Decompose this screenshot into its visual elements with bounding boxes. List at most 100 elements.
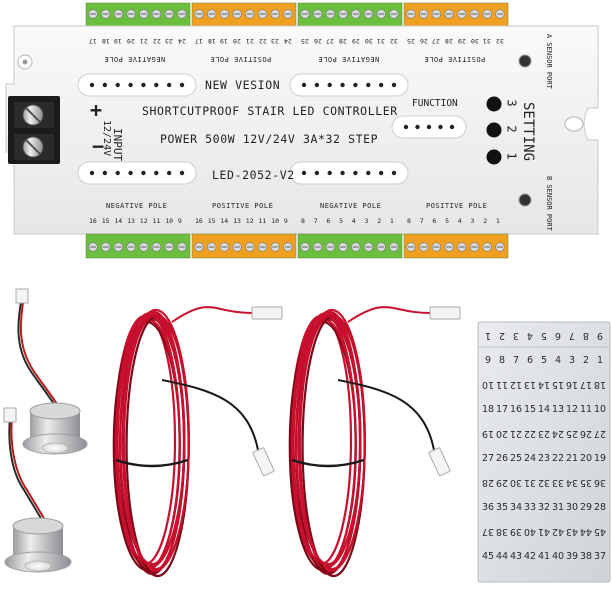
terminal-number: 2: [377, 217, 382, 225]
function-label: FUNCTION: [412, 98, 458, 109]
led-indicator: [366, 82, 371, 88]
led-indicator: [327, 170, 332, 176]
sticker-number: 41: [538, 550, 551, 562]
sticker-number: 22: [523, 428, 536, 439]
cable-coil-2: [288, 306, 461, 578]
terminal-number: 17: [195, 37, 203, 45]
sticker-number: 37: [594, 550, 607, 562]
terminal-number: 5: [339, 217, 344, 225]
b-sensor-port[interactable]: [518, 193, 532, 207]
terminal-number: 8: [407, 217, 411, 225]
terminal-number: 3: [364, 217, 369, 225]
led-indicator: [391, 82, 397, 88]
terminal-number: 6: [432, 217, 437, 225]
terminal-number: 14: [220, 217, 229, 225]
sticker-number: 35: [496, 501, 509, 513]
input-voltage: 12/24V: [101, 120, 112, 157]
sticker-number: 34: [565, 477, 578, 488]
terminal-number: 7: [419, 217, 424, 225]
sticker-number: 9: [484, 354, 492, 366]
sticker-number: 15: [551, 379, 564, 390]
sticker-number: 10: [594, 403, 607, 415]
terminal-number: 27: [432, 37, 441, 45]
sticker-number: 13: [523, 379, 536, 390]
led-indicator: [154, 82, 159, 88]
sticker-number: 44: [496, 550, 509, 562]
sticker-number: 20: [580, 452, 593, 464]
power-input-terminal[interactable]: [8, 96, 60, 164]
setting-button-3[interactable]: [486, 96, 502, 112]
top-terminal-blocks: [85, 2, 509, 28]
terminal-number: 10: [165, 217, 174, 225]
terminal-number: 18: [207, 37, 216, 45]
sticker-number: 14: [538, 403, 551, 415]
setting-button-1[interactable]: [486, 149, 502, 165]
cable-connector-plug: [428, 447, 451, 477]
led-indicator: [89, 82, 95, 88]
cable-tie: [115, 458, 189, 468]
sticker-number: 15: [524, 403, 537, 415]
terminal-number: 28: [339, 37, 347, 45]
sticker-number: 43: [565, 526, 578, 537]
cable-connector-plug: [251, 306, 283, 320]
sticker-number: 29: [580, 501, 593, 513]
sticker-number: 16: [510, 403, 523, 415]
sticker-number: 35: [579, 477, 592, 488]
terminal-number: 11: [258, 217, 267, 225]
sticker-number: 33: [551, 477, 564, 488]
terminal-number: 30: [470, 37, 479, 45]
sticker-number: 43: [510, 550, 523, 562]
terminal-number: 32: [495, 37, 504, 45]
sticker-number: 11: [580, 403, 593, 415]
setting-button-2[interactable]: [486, 122, 502, 138]
led-indicator: [327, 82, 332, 88]
sensor-connector-plug: [3, 407, 17, 423]
sticker-number: 6: [554, 330, 562, 341]
top-pole-label-3: NEGATIVE POLE: [318, 55, 380, 63]
cable-lead: [347, 306, 431, 323]
terminal-number: 11: [152, 217, 161, 225]
sticker-number: 18: [482, 403, 495, 415]
terminal-number: 4: [457, 217, 462, 225]
sticker-number: 16: [565, 379, 578, 390]
cable-connector-plug: [429, 306, 461, 320]
cable-lead: [171, 306, 253, 323]
mounting-hole-right: [564, 116, 584, 132]
cable-loop: [121, 313, 190, 571]
sticker-number: 32: [537, 477, 550, 488]
sticker-number: 44: [579, 526, 592, 537]
a-sensor-port-label: A SENSOR PORT: [545, 34, 553, 89]
led-indicator: [128, 170, 133, 176]
bottom-terminal-blocks: [85, 233, 509, 259]
terminal-number: 7: [313, 217, 318, 225]
led-indicator: [115, 82, 120, 88]
cable-connector-plug: [252, 447, 275, 477]
terminal-number: 10: [271, 217, 280, 225]
terminal-number: 31: [377, 37, 386, 45]
led-indicator: [115, 170, 120, 176]
sticker-number: 2: [582, 354, 590, 366]
sticker-number: 21: [566, 452, 579, 464]
terminal-number: 25: [301, 37, 309, 45]
sticker-number: 18: [593, 379, 606, 390]
led-window: [289, 73, 409, 97]
top-pole-label-1: NEGATIVE POLE: [104, 55, 166, 63]
setting-number-2: 2: [504, 125, 519, 133]
setting-buttons: [486, 96, 502, 165]
sticker-number: 14: [537, 379, 550, 390]
terminal-number: 23: [165, 37, 174, 45]
sticker-number: 3: [512, 330, 520, 341]
sticker-number: 1: [484, 330, 492, 341]
terminal-number: 24: [177, 37, 186, 45]
led-indicator: [353, 82, 358, 88]
a-sensor-port[interactable]: [518, 54, 532, 68]
sticker-number: 4: [526, 330, 534, 341]
terminal-number: 31: [483, 37, 492, 45]
cable-lead: [161, 379, 259, 451]
sticker-number: 45: [593, 526, 606, 537]
sticker-number: 5: [540, 354, 548, 366]
